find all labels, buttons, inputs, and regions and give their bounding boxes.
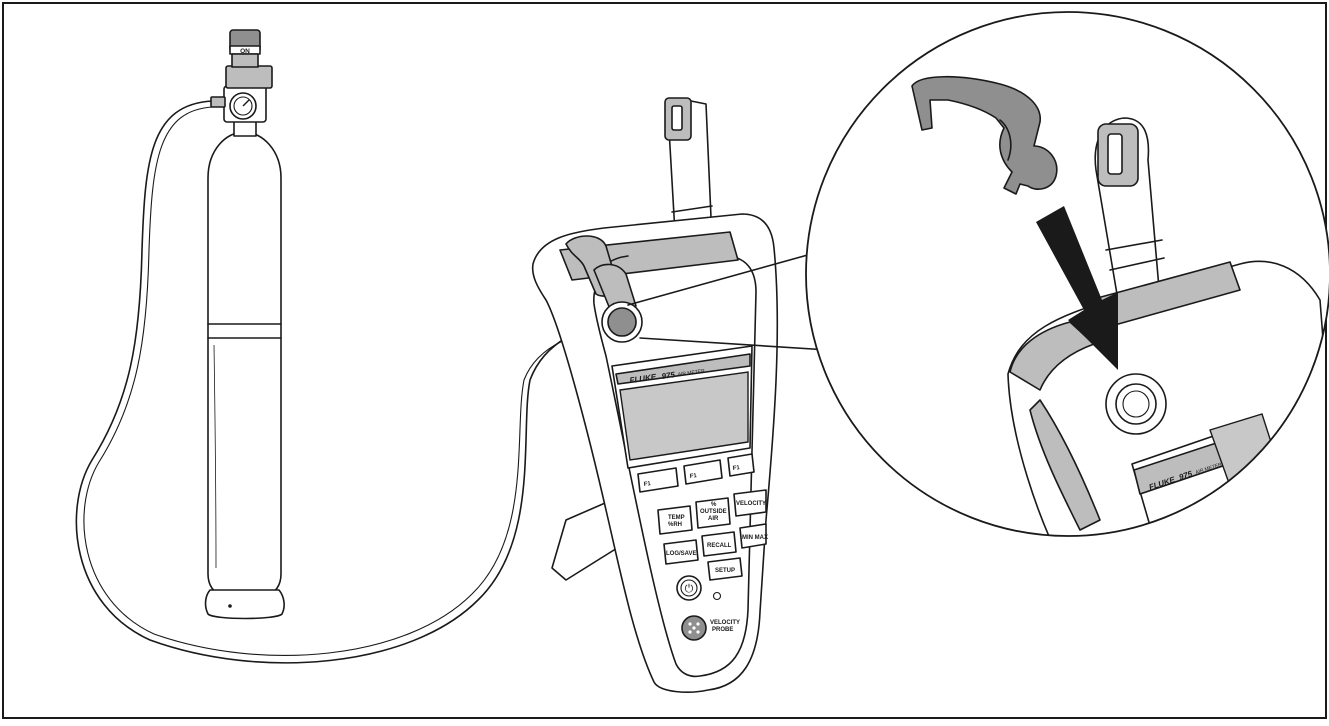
velocity-probe-label-2: PROBE — [712, 627, 733, 633]
key-temp[interactable]: TEMP %RH — [658, 506, 692, 534]
velocity-probe-port[interactable] — [682, 616, 706, 640]
key-recall[interactable]: RECALL — [702, 532, 736, 556]
velocity-probe-label-1: VELOCITY — [710, 620, 740, 626]
key-min-max[interactable]: MIN MAX — [740, 524, 768, 548]
key-velocity[interactable]: VELOCITY — [734, 490, 766, 516]
gas-cylinder: ON — [206, 30, 285, 619]
key-setup-label: SETUP — [715, 568, 735, 574]
key-setup[interactable]: SETUP — [708, 558, 742, 580]
air-meter: FLUKE 975 AIR METER F1 F1 F1 TEMP %RH % … — [533, 98, 778, 692]
key-temp-label-2: %RH — [668, 522, 682, 528]
hose-fitting — [211, 97, 225, 107]
meter-model: 975 — [661, 370, 676, 381]
key-log-save-label: LOG/SAVE — [666, 551, 697, 557]
gas-hose-inner — [84, 107, 618, 655]
cylinder-base — [206, 590, 285, 619]
gas-hose — [76, 101, 618, 663]
key-outside-label-2: OUTSIDE — [700, 509, 727, 515]
key-outside-air[interactable]: % OUTSIDE AIR — [696, 498, 730, 528]
power-button[interactable]: ⏻ — [677, 576, 701, 600]
power-icon: ⏻ — [685, 582, 694, 595]
cylinder-body — [208, 132, 281, 596]
softkey-3[interactable] — [728, 454, 754, 476]
valve-body — [226, 66, 272, 88]
key-recall-label: RECALL — [707, 543, 732, 549]
key-outside-label-3: AIR — [708, 516, 719, 522]
key-velocity-label: VELOCITY — [736, 501, 766, 507]
key-outside-label-1: % — [711, 502, 717, 508]
key-min-max-label: MIN MAX — [742, 535, 768, 541]
key-log-save[interactable]: LOG/SAVE — [664, 540, 698, 564]
key-temp-label-1: TEMP — [668, 515, 685, 521]
